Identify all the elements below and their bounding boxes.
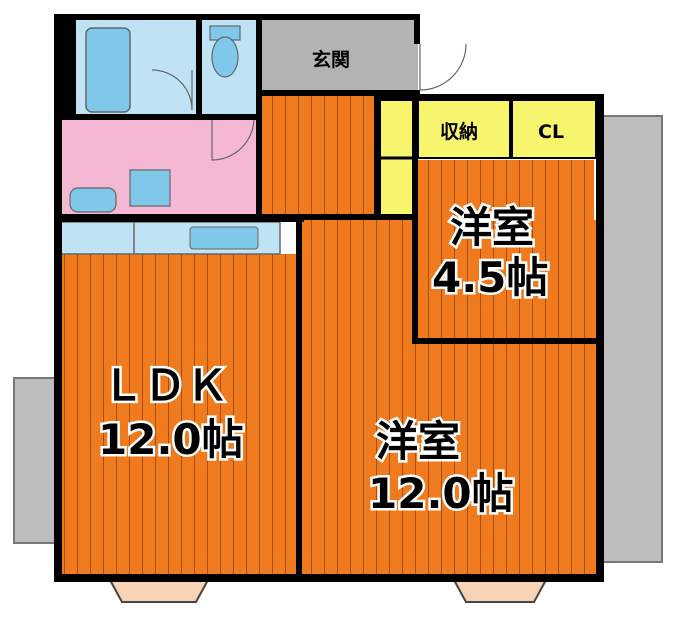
label-storage: 収納 bbox=[440, 120, 478, 143]
balcony-left bbox=[13, 377, 57, 544]
label-ldk-name: ＬＤＫ bbox=[102, 361, 228, 410]
toilet-bowl bbox=[211, 36, 239, 78]
washing-machine bbox=[69, 187, 117, 213]
kitchen-sink bbox=[189, 226, 259, 250]
label-entrance: 玄関 bbox=[312, 48, 350, 71]
bath-door-swing bbox=[151, 69, 193, 111]
entrance-door-swing bbox=[419, 43, 467, 91]
bay-window-left bbox=[108, 579, 210, 603]
label-western-large-size: 12.0帖 bbox=[368, 469, 514, 518]
storage-closet bbox=[417, 99, 511, 159]
label-western-small-name: 洋室 bbox=[450, 203, 534, 252]
label-closet: CL bbox=[538, 121, 564, 143]
bay-window-right bbox=[452, 579, 548, 603]
entrance-area bbox=[260, 18, 418, 94]
balcony-right bbox=[599, 115, 663, 563]
western-small-floor bbox=[418, 160, 594, 336]
bathtub bbox=[85, 27, 131, 113]
label-western-small-size: 4.5帖 bbox=[432, 253, 548, 302]
washroom-door-swing bbox=[211, 117, 255, 161]
label-western-large-name: 洋室 bbox=[376, 417, 460, 466]
hallway-floor bbox=[260, 94, 376, 220]
washbasin bbox=[129, 169, 171, 207]
walls bbox=[54, 14, 604, 582]
label-ldk-size: 12.0帖 bbox=[98, 415, 244, 464]
ldk-floor bbox=[60, 254, 298, 574]
